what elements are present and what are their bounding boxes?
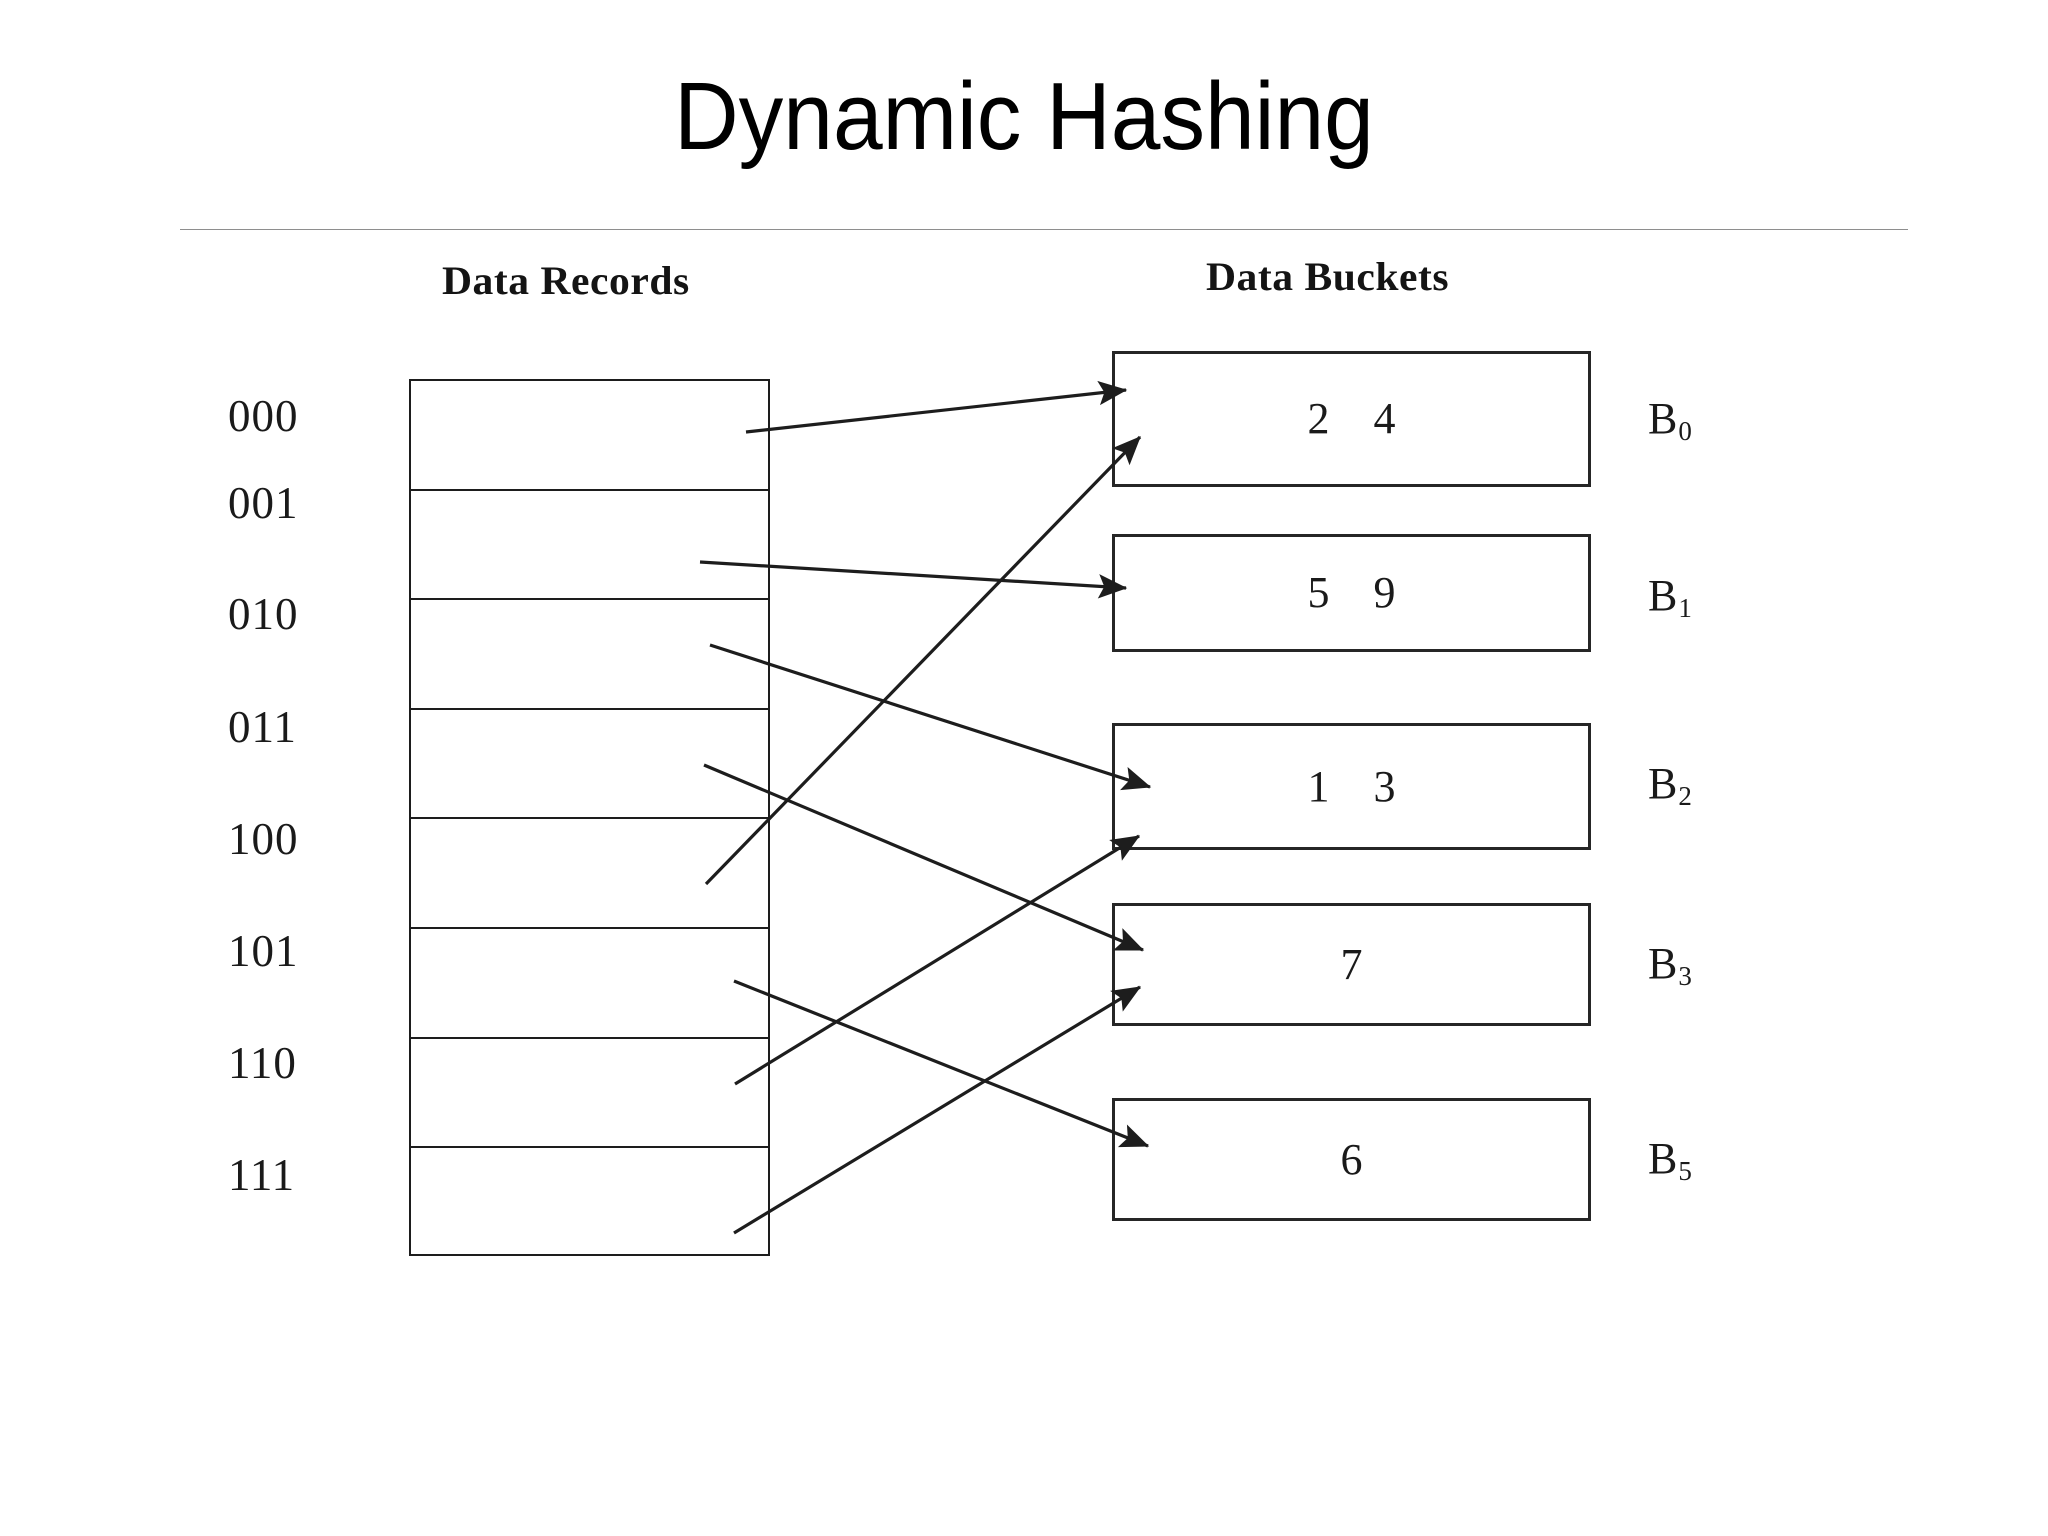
bucket-label-subscript: 3 xyxy=(1678,961,1692,991)
bucket-box-b0[interactable]: 2 4 xyxy=(1112,351,1591,487)
bucket-value: 7 xyxy=(1340,939,1363,989)
page-title: Dynamic Hashing xyxy=(674,63,1374,170)
directory-label-1: 001 xyxy=(228,478,299,528)
bucket-value: 5 xyxy=(1307,568,1330,617)
directory-label-2: 010 xyxy=(228,589,299,639)
bucket-label-text: B xyxy=(1648,939,1678,988)
bucket-value: 4 xyxy=(1373,394,1396,443)
directory-row-001[interactable] xyxy=(411,491,768,601)
bucket-label-text: B xyxy=(1648,394,1678,443)
directory-row-110[interactable] xyxy=(411,1039,768,1149)
bucket-box-b2[interactable]: 1 3 xyxy=(1112,723,1591,850)
bucket-value: 2 xyxy=(1307,394,1330,443)
bucket-value: 3 xyxy=(1373,761,1396,811)
bucket-value: 9 xyxy=(1373,568,1396,617)
pointer-arrow-101-to-b5 xyxy=(733,979,1150,1148)
directory-row-011[interactable] xyxy=(411,710,768,820)
directory-row-101[interactable] xyxy=(411,929,768,1039)
directory-table xyxy=(409,379,770,1256)
directory-label-3: 011 xyxy=(228,702,297,752)
data-records-header: Data Records xyxy=(442,258,690,303)
pointer-arrow-010-to-b2 xyxy=(709,643,1152,791)
bucket-label-text: B xyxy=(1648,571,1678,620)
bucket-label-b5: B5 xyxy=(1648,1134,1692,1187)
directory-row-111[interactable] xyxy=(411,1148,768,1258)
bucket-box-b5[interactable]: 6 xyxy=(1112,1098,1591,1221)
bucket-values-b1: 5 9 xyxy=(1115,537,1588,649)
directory-label-0: 000 xyxy=(228,391,299,441)
bucket-values-b2: 1 3 xyxy=(1115,726,1588,847)
data-buckets-header: Data Buckets xyxy=(1206,254,1450,299)
bucket-label-subscript: 5 xyxy=(1678,1156,1692,1186)
directory-row-000[interactable] xyxy=(411,381,768,491)
bucket-label-text: B xyxy=(1648,1134,1678,1183)
bucket-label-b2: B2 xyxy=(1648,759,1692,812)
directory-label-6: 110 xyxy=(228,1038,297,1088)
pointer-arrow-100-to-b0 xyxy=(704,435,1142,886)
bucket-values-b0: 2 4 xyxy=(1115,354,1588,484)
directory-label-4: 100 xyxy=(228,814,299,864)
bucket-label-subscript: 1 xyxy=(1678,593,1692,623)
bucket-box-b1[interactable]: 5 9 xyxy=(1112,534,1591,652)
bucket-label-subscript: 2 xyxy=(1678,781,1692,811)
title-divider xyxy=(180,229,1908,230)
bucket-label-b0: B0 xyxy=(1648,394,1692,447)
directory-label-5: 101 xyxy=(228,926,299,976)
directory-label-7: 111 xyxy=(228,1150,296,1200)
directory-row-100[interactable] xyxy=(411,819,768,929)
pointer-arrow-110-to-b2 xyxy=(734,834,1141,1086)
bucket-values-b3: 7 xyxy=(1115,906,1588,1023)
bucket-value: 1 xyxy=(1307,761,1330,811)
bucket-label-text: B xyxy=(1648,759,1678,808)
bucket-label-b1: B1 xyxy=(1648,571,1692,624)
directory-row-010[interactable] xyxy=(411,600,768,710)
bucket-box-b3[interactable]: 7 xyxy=(1112,903,1591,1026)
pointer-arrow-111-to-b3 xyxy=(733,985,1142,1235)
bucket-value: 6 xyxy=(1340,1134,1363,1184)
pointer-arrow-000-to-b0 xyxy=(745,380,1128,434)
bucket-label-b3: B3 xyxy=(1648,939,1692,992)
bucket-values-b5: 6 xyxy=(1115,1101,1588,1218)
bucket-label-subscript: 0 xyxy=(1678,416,1692,446)
